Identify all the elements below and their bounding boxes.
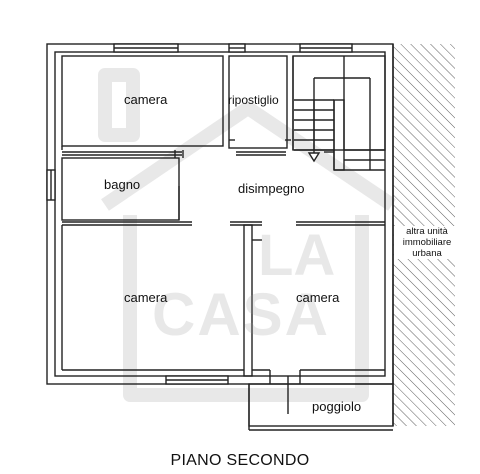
- room-label-bagno: bagno: [104, 177, 141, 192]
- room-label-camera-bottom-right: camera: [296, 290, 340, 305]
- neighbor-label-line-3: urbana: [412, 248, 442, 259]
- room-label-poggiolo: poggiolo: [312, 399, 362, 414]
- neighbor-label: altra unità immobiliare urbana: [394, 226, 460, 259]
- room-label-disimpegno: disimpegno: [238, 181, 305, 196]
- room-label-camera-top: camera: [124, 92, 168, 107]
- room-label-ripostiglio: ripostiglio: [228, 93, 279, 107]
- plan-title: PIANO SECONDO: [170, 452, 310, 469]
- room-label-camera-bottom-left: camera: [124, 290, 168, 305]
- watermark-text-casa: CASA: [152, 281, 331, 348]
- neighbor-label-line-1: altra unità: [406, 226, 448, 237]
- neighbor-label-line-2: immobiliare: [402, 237, 452, 248]
- watermark-house-icon: [98, 68, 396, 402]
- watermark-text-la: LA: [258, 223, 336, 288]
- walls: [46, 43, 394, 431]
